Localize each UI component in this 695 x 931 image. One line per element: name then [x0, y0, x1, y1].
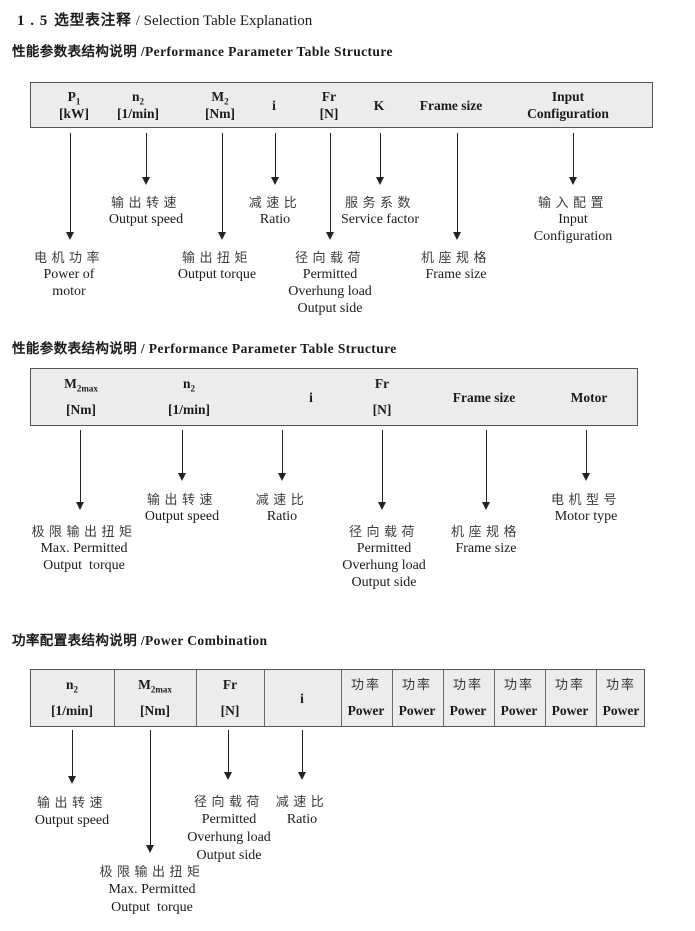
arrow-i [298, 730, 306, 780]
section-3-heading: 功率配置表结构说明 /Power Combination [12, 633, 268, 648]
arrow-i [278, 430, 286, 481]
column-m2max: M2max[Nm] [138, 677, 172, 718]
arrow-m2 [218, 133, 226, 240]
arrow-n2 [142, 133, 150, 185]
column-divider [443, 670, 444, 726]
column-fr: Fr[N] [372, 376, 392, 417]
column-fr: Fr[N] [220, 677, 240, 718]
arrow-frame-size [482, 430, 490, 510]
arrow-p1 [66, 133, 74, 240]
title-en: / Selection Table Explanation [135, 13, 313, 29]
column-i: i [272, 97, 276, 113]
arrow-i [271, 133, 279, 185]
arrow-n2 [178, 430, 186, 481]
column-p1: P1[kW] [59, 89, 89, 121]
column-fr: Fr[N] [319, 89, 339, 121]
parameter-table-1: P1[kW] n2[1/min] M2[Nm] i Fr[N] K Frame … [30, 82, 653, 128]
column-n2: n2[1/min] [117, 89, 159, 121]
column-k: K [373, 97, 385, 113]
column-m2max: M2max[Nm] [64, 376, 98, 417]
title-zh: 选型表注释 [54, 13, 132, 29]
arrow-n2 [68, 730, 76, 784]
column-i: i [300, 690, 304, 706]
column-divider [114, 670, 115, 726]
column-divider [196, 670, 197, 726]
column-motor: Motor [570, 389, 608, 405]
column-divider [545, 670, 546, 726]
arrow-frame-size [453, 133, 461, 240]
arrow-m2max [146, 730, 154, 853]
column-n2: n2[1/min] [168, 376, 210, 417]
column-frame-size: Frame size [419, 97, 483, 113]
section-2-heading: 性能参数表结构说明 / Performance Parameter Table … [12, 341, 397, 356]
arrow-motor [582, 430, 590, 481]
page-title: 1 . 5 选型表注释/ Selection Table Explanation [17, 9, 312, 30]
parameter-table-2: M2max[Nm] n2[1/min] i Fr[N] Frame size M… [30, 368, 638, 426]
arrow-fr [224, 730, 232, 780]
column-i: i [309, 389, 313, 405]
arrow-fr [326, 133, 334, 240]
column-divider [392, 670, 393, 726]
column-divider [494, 670, 495, 726]
section-1-heading: 性能参数表结构说明 /Performance Parameter Table S… [12, 44, 393, 59]
arrow-fr [378, 430, 386, 510]
arrow-k [376, 133, 384, 185]
column-m2: M2[Nm] [205, 89, 235, 121]
column-divider [341, 670, 342, 726]
arrow-input-configuration [569, 133, 577, 185]
column-divider [596, 670, 597, 726]
column-frame-size: Frame size [452, 389, 516, 405]
column-n2: n2[1/min] [51, 677, 93, 718]
title-number: 1 . 5 [17, 13, 49, 29]
column-divider [264, 670, 265, 726]
arrow-m2max [76, 430, 84, 510]
